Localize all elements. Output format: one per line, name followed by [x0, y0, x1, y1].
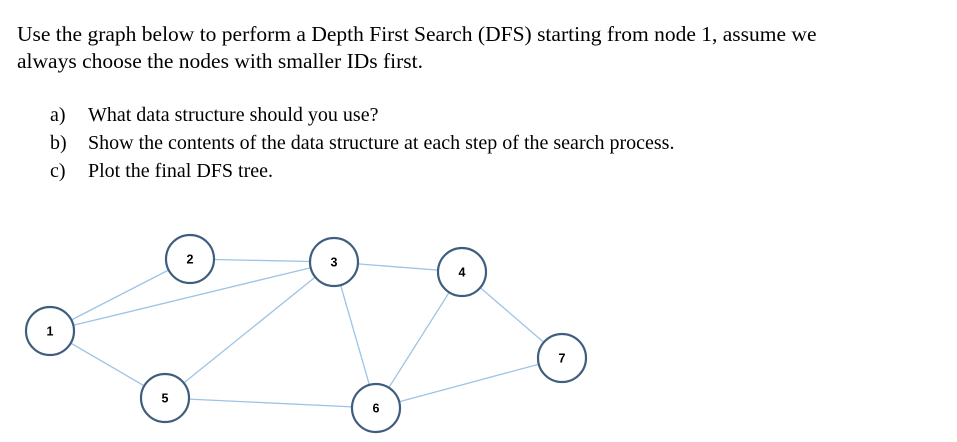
node-2-circle — [164, 233, 216, 285]
question-a-text: What data structure should you use? — [88, 104, 379, 126]
question-a-marker: a) — [50, 104, 66, 126]
edge-3-4 — [357, 263, 439, 271]
node-6: 6 — [350, 382, 402, 434]
node-3-circle — [308, 236, 360, 288]
node-6-label: 6 — [373, 402, 380, 416]
node-7: 7 — [536, 332, 588, 384]
graph-nodes: 1 2 3 4 5 6 7 — [24, 233, 588, 434]
node-5: 5 — [139, 372, 191, 424]
edge-3-6 — [339, 284, 371, 386]
problem-statement: Use the graph below to perform a Depth F… — [17, 21, 937, 75]
question-c-text: Plot the final DFS tree. — [88, 160, 273, 182]
node-4-label: 4 — [459, 266, 466, 280]
edge-5-6 — [188, 398, 353, 408]
edge-1-5 — [70, 342, 145, 387]
node-6-circle — [350, 382, 402, 434]
question-b: b) Show the contents of the data structu… — [50, 129, 674, 157]
edge-6-7 — [399, 363, 539, 403]
node-5-label: 5 — [162, 392, 169, 406]
node-7-circle — [536, 332, 588, 384]
edge-3-5 — [183, 276, 316, 384]
question-c: c) Plot the final DFS tree. — [50, 157, 674, 185]
node-5-circle — [139, 372, 191, 424]
graph-edges — [70, 258, 545, 408]
node-3-label: 3 — [331, 256, 338, 270]
node-1-label: 1 — [47, 325, 54, 339]
node-2-label: 2 — [187, 253, 194, 267]
problem-statement-line-1: Use the graph below to perform a Depth F… — [17, 22, 817, 46]
edge-4-7 — [479, 287, 545, 343]
question-b-text: Show the contents of the data structure … — [88, 132, 675, 154]
question-b-marker: b) — [50, 132, 67, 154]
node-4: 4 — [436, 246, 488, 298]
node-2: 2 — [164, 233, 216, 285]
edge-2-3 — [213, 258, 311, 263]
node-1: 1 — [24, 305, 76, 357]
problem-statement-line-2: always choose the nodes with smaller IDs… — [17, 49, 424, 73]
node-7-label: 7 — [559, 352, 566, 366]
node-1-circle — [24, 305, 76, 357]
question-c-marker: c) — [50, 160, 66, 182]
edge-4-6 — [388, 291, 450, 389]
node-4-circle — [436, 246, 488, 298]
question-a: a) What data structure should you use? — [50, 101, 674, 129]
question-list: a) What data structure should you use? b… — [50, 101, 674, 185]
node-3: 3 — [308, 236, 360, 288]
edge-1-2 — [71, 269, 169, 321]
edge-1-3 — [73, 267, 311, 326]
